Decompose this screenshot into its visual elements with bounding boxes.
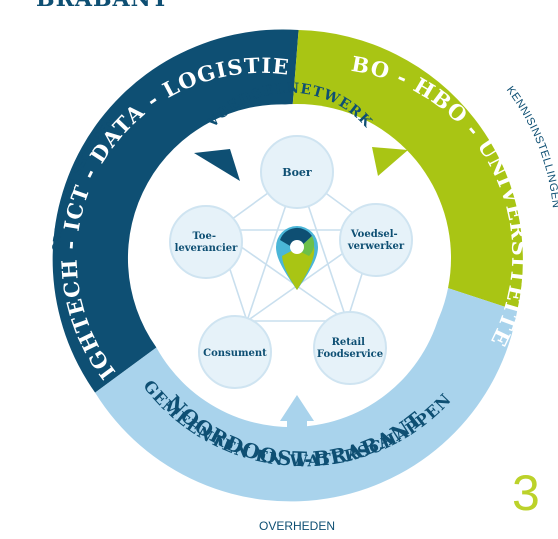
node-voedselverwerker: Voedsel- verwerker [339,203,413,277]
node-boer-label: Boer [282,166,312,179]
node-consument-label: Consument [203,348,267,359]
svg-text:Boer: Boer [282,166,312,179]
svg-text:Retail Foodservice: Retail Foodservice [317,337,383,360]
node-retail-foodservice: Retail Foodservice [313,311,387,385]
svg-text:Voedsel- verwerker: Voedsel- verwerker [347,229,405,252]
node-boer: Boer [260,135,334,209]
page-heading: BRABANT [36,0,169,12]
center-location-logo [276,226,318,290]
page-number: 3 [512,465,540,521]
ring-sector-government [95,287,518,502]
outer-label-government: OVERHEDEN [259,519,335,533]
node-retail-label-1: Retail [332,337,366,348]
node-toeleverancier-label-1: Toe- [193,231,216,242]
node-verwerker-label-1: Voedsel- [350,229,398,240]
node-toeleverancier: Toe- leverancier [169,205,243,279]
ring-sector-crossover [52,29,299,393]
svg-text:Consument: Consument [203,348,267,359]
node-retail-label-2: Foodservice [317,349,383,360]
arrow-from-government [280,395,314,438]
arrow-from-crossover [194,149,240,181]
node-verwerker-label-2: verwerker [347,241,405,252]
arrow-from-knowledge [372,147,408,176]
ring-sector-knowledge [292,30,523,311]
node-consument: Consument [198,315,272,389]
node-toeleverancier-label-2: leverancier [175,243,239,254]
svg-text:Toe- leverancier: Toe- leverancier [175,231,239,254]
